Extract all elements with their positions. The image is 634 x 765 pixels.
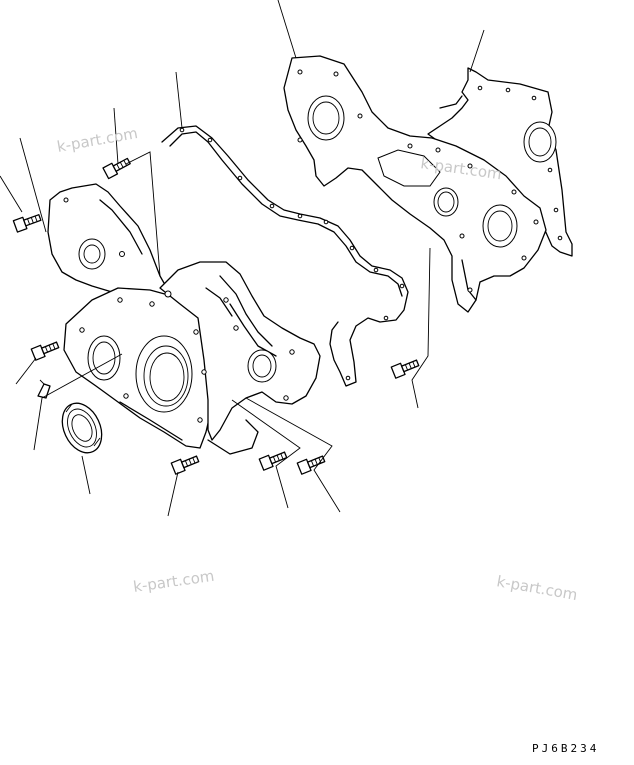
bolt-4	[170, 455, 200, 475]
drawing-code: PJ6B234	[532, 742, 600, 755]
leader-bolt-bottom	[167, 471, 179, 517]
watermark-4: k-part.com	[495, 572, 579, 604]
bolt-7	[390, 359, 420, 379]
leader-oil-seal	[81, 455, 91, 495]
oil-seal	[61, 402, 103, 454]
leader-plate-gasket	[469, 29, 485, 73]
leader-dowel	[33, 353, 123, 451]
leader-gear-plate	[277, 0, 297, 59]
leader-bolt-left	[0, 175, 23, 213]
leader-front-cover	[19, 137, 47, 233]
dowel-pin	[37, 379, 51, 399]
front-cover-gasket	[161, 125, 409, 387]
bolt-5	[258, 451, 288, 471]
leader-bolt-mid	[231, 399, 301, 509]
bolt-2	[12, 214, 42, 233]
leader-bolt-upper	[113, 107, 119, 165]
gear-case-plate	[283, 55, 547, 313]
watermark-3: k-part.com	[132, 567, 215, 596]
leader-pin-bolt	[15, 357, 37, 385]
leader-lines	[0, 0, 485, 517]
front-cover	[47, 183, 321, 455]
bolts	[12, 157, 420, 475]
leader-bolt-plate	[411, 247, 431, 409]
bolt-6	[296, 455, 326, 475]
bolt-1	[102, 157, 131, 180]
leader-bolt-right	[245, 397, 341, 513]
bolt-3	[30, 341, 60, 361]
leader-front-gasket	[175, 71, 183, 129]
watermark-1: k-part.com	[56, 124, 140, 156]
